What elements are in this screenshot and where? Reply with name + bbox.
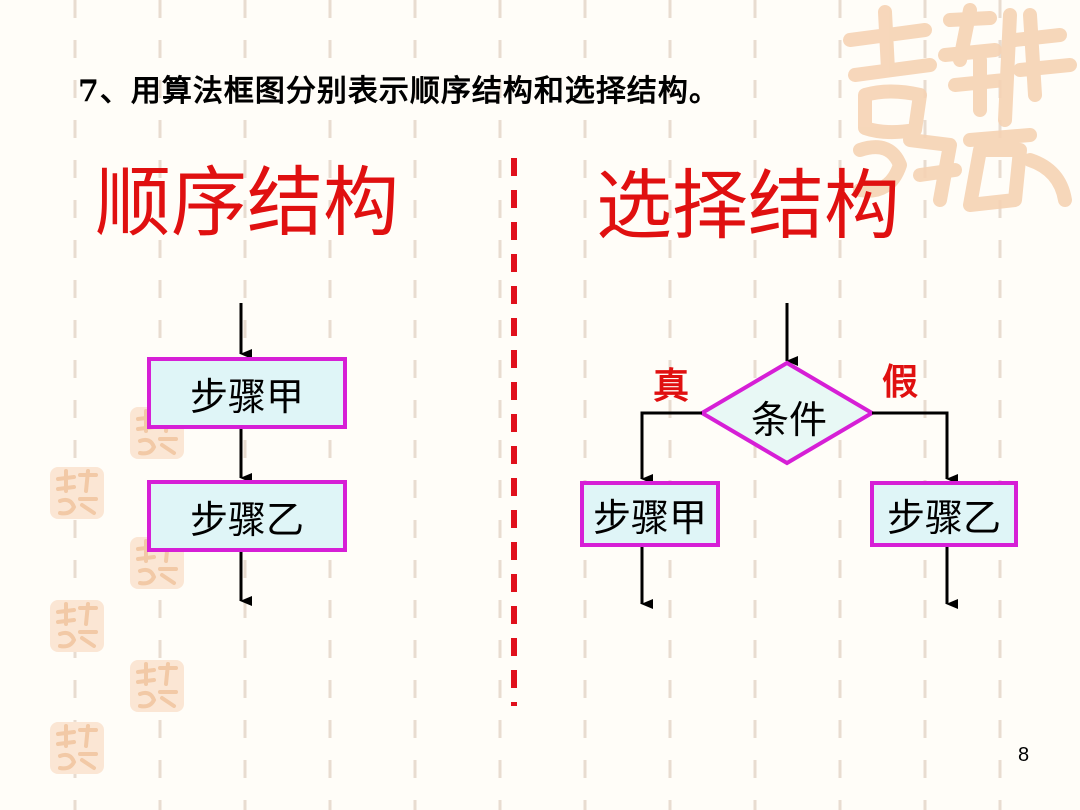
sequence-step-b-box: 步骤乙 [147,480,347,552]
true-branch-line [642,413,702,479]
sequence-step-a-box: 步骤甲 [147,357,347,429]
page-number: 8 [1018,744,1029,767]
selection-step-a-box: 步骤甲 [580,481,720,547]
false-branch-line [872,413,947,479]
false-label: 假 [882,353,918,405]
condition-label: 条件 [744,389,834,444]
selection-step-b-box: 步骤乙 [870,481,1018,547]
true-label: 真 [653,357,689,409]
